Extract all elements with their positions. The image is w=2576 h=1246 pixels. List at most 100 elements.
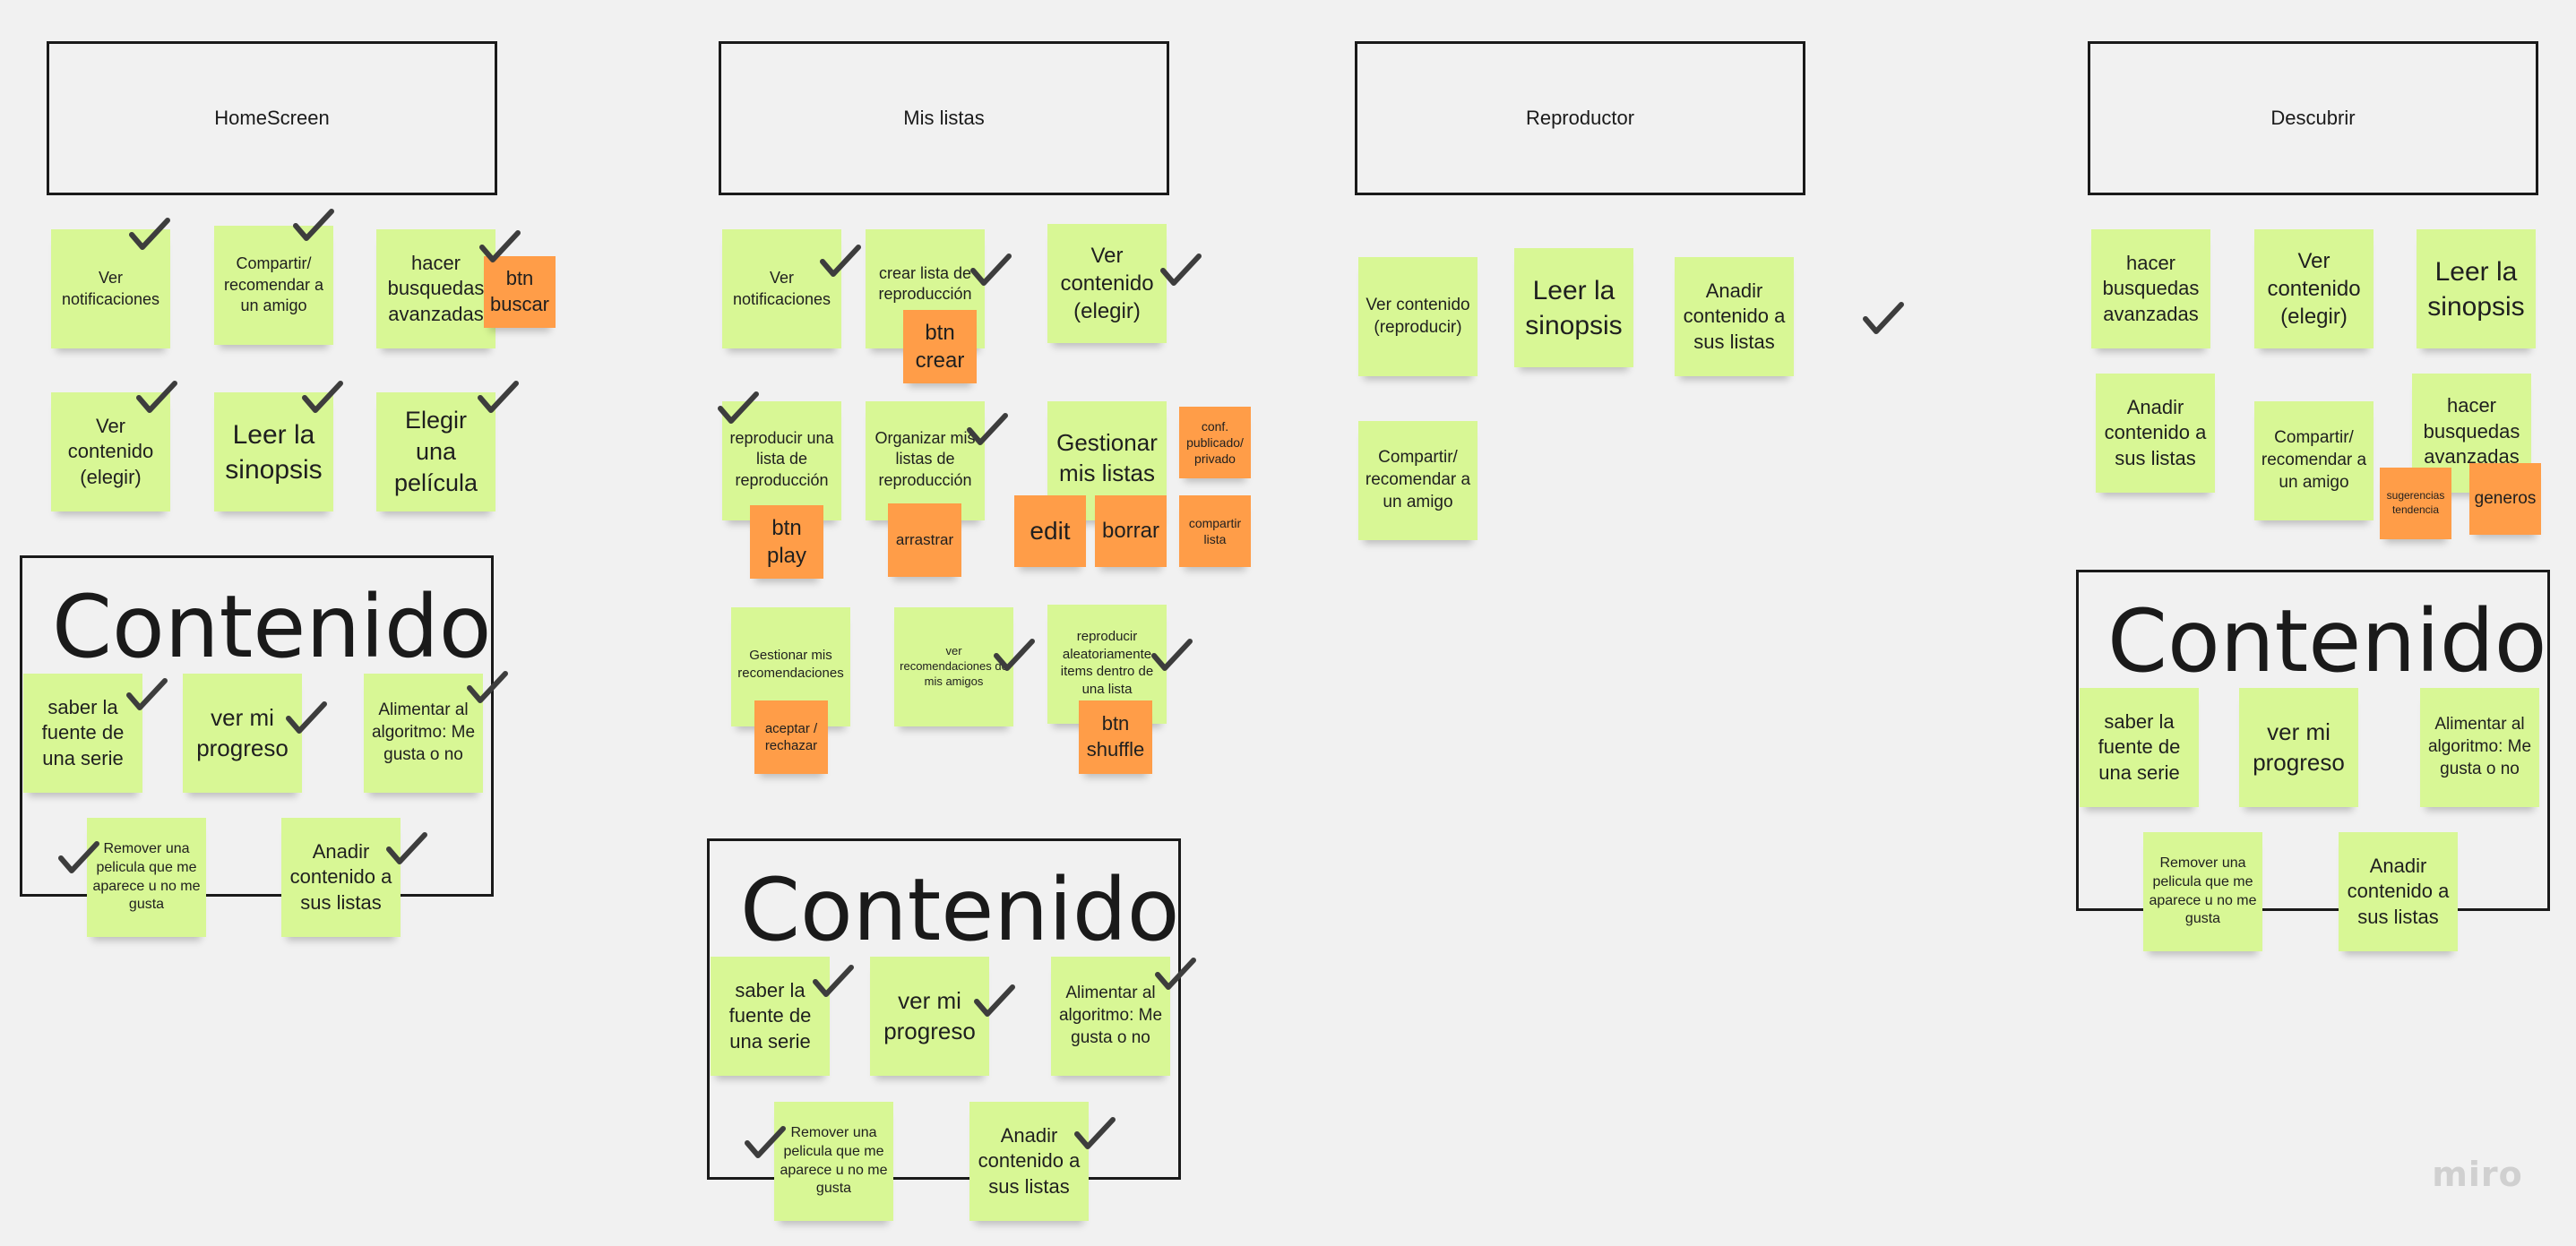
header-reproductor-label: Reproductor [1525, 107, 1635, 129]
contenido-title-home: Contenido [52, 577, 492, 677]
sticky-hacer-busquedas-text: hacer busquedas avanzadas [2102, 251, 2200, 325]
sticky-saber-fuente[interactable]: saber la fuente de una serie [23, 674, 142, 793]
sticky-anadir-text: Anadir contenido a sus listas [2104, 395, 2207, 469]
sticky-arrastrar[interactable]: arrastrar [888, 503, 961, 577]
sticky-anadir-text: Anadir contenido a sus listas [2347, 854, 2450, 928]
sticky-anadir[interactable]: Anadir contenido a sus listas [281, 818, 401, 937]
sticky-arrastrar-text: arrastrar [895, 530, 954, 548]
sticky-anadir[interactable]: Anadir contenido a sus listas [969, 1102, 1089, 1221]
header-mis-listas-label: Mis listas [903, 107, 985, 129]
header-descubrir[interactable]: Descubrir [2088, 41, 2538, 195]
sticky-elegir-pelicula-text: Elegir una película [393, 406, 478, 497]
contenido-title-listas: Contenido [740, 860, 1180, 960]
sticky-alimentar-text: Alimentar al algoritmo: Me gusta o no [1058, 984, 1163, 1047]
sticky-alimentar-text: Alimentar al algoritmo: Me gusta o no [371, 700, 476, 764]
sticky-btn-buscar[interactable]: btn buscar [484, 256, 556, 328]
sticky-organizar[interactable]: Organizar mis listas de reproducción [866, 401, 985, 520]
sticky-anadir-text: Anadir contenido a sus listas [289, 839, 392, 914]
sticky-ver-notificaciones-text: Ver notificaciones [732, 269, 831, 308]
sticky-hacer-busquedas[interactable]: hacer busquedas avanzadas [376, 229, 495, 348]
sticky-compartir[interactable]: Compartir/ recomendar a un amigo [1358, 421, 1478, 540]
header-homescreen[interactable]: HomeScreen [47, 41, 497, 195]
sticky-compartir-text: Compartir/ recomendar a un amigo [2261, 428, 2367, 492]
sticky-crear-lista-text: crear lista de reproducción [878, 264, 972, 304]
sticky-gestionar-listas-text: Gestionar mis listas [1056, 429, 1158, 486]
sticky-reproducir-lista[interactable]: reproducir una lista de reproducción [722, 401, 841, 520]
sticky-ver-contenido-text: Ver contenido (elegir) [1060, 243, 1154, 324]
sticky-aceptar-text: aceptar / rechazar [764, 720, 818, 754]
checkmark-icon [1862, 301, 1905, 337]
sticky-borrar[interactable]: borrar [1095, 495, 1167, 567]
sticky-sugerencias[interactable]: sugerencias tendencia [2380, 468, 2451, 539]
header-reproductor[interactable]: Reproductor [1355, 41, 1805, 195]
sticky-saber-fuente-text: saber la fuente de una serie [728, 978, 812, 1053]
sticky-aceptar[interactable]: aceptar / rechazar [754, 700, 828, 774]
sticky-ver-progreso[interactable]: ver mi progreso [2239, 688, 2358, 807]
sticky-leer-sinopsis[interactable]: Leer la sinopsis [214, 392, 333, 511]
sticky-ver-contenido[interactable]: Ver contenido (elegir) [1047, 224, 1167, 343]
sticky-conf-publicado[interactable]: conf. publicado/ privado [1179, 407, 1251, 478]
sticky-hacer-busquedas-2-text: hacer busquedas avanzadas [2423, 394, 2520, 468]
sticky-anadir[interactable]: Anadir contenido a sus listas [2339, 832, 2458, 951]
sticky-alimentar[interactable]: Alimentar al algoritmo: Me gusta o no [1051, 957, 1170, 1076]
sticky-reproducir-aleatorio-text: reproducir aleatoriamente items dentro d… [1060, 629, 1154, 697]
contenido-frame-descubrir[interactable] [2076, 570, 2550, 911]
sticky-ver-contenido[interactable]: Ver contenido (elegir) [2254, 229, 2374, 348]
sticky-ver-contenido-text: Ver contenido (reproducir) [1366, 295, 1470, 337]
sticky-ver-notificaciones[interactable]: Ver notificaciones [722, 229, 841, 348]
sticky-elegir-pelicula[interactable]: Elegir una película [376, 392, 495, 511]
sticky-anadir-text: Anadir contenido a sus listas [978, 1123, 1081, 1198]
miro-logo: miro [2432, 1155, 2523, 1194]
sticky-remover[interactable]: Remover una pelicula que me aparece u no… [774, 1102, 893, 1221]
sticky-gestionar-recomendaciones-text: Gestionar mis recomendaciones [737, 648, 844, 681]
sticky-saber-fuente[interactable]: saber la fuente de una serie [711, 957, 830, 1076]
sticky-ver-progreso-text: ver mi progreso [196, 703, 289, 761]
sticky-ver-recomendaciones-text: ver recomendaciones de mis amigos [900, 644, 1008, 688]
header-homescreen-label: HomeScreen [214, 107, 330, 129]
sticky-leer-sinopsis-text: Leer la sinopsis [1525, 275, 1623, 340]
header-mis-listas[interactable]: Mis listas [719, 41, 1169, 195]
sticky-saber-fuente[interactable]: saber la fuente de una serie [2080, 688, 2199, 807]
sticky-remover-text: Remover una pelicula que me aparece u no… [2149, 855, 2257, 927]
sticky-reproducir-lista-text: reproducir una lista de reproducción [729, 429, 834, 489]
sticky-alimentar-text: Alimentar al algoritmo: Me gusta o no [2427, 715, 2532, 778]
sticky-ver-contenido[interactable]: Ver contenido (reproducir) [1358, 257, 1478, 376]
sticky-anadir-text: Anadir contenido a sus listas [1683, 279, 1786, 353]
sticky-btn-shuffle[interactable]: btn shuffle [1079, 700, 1152, 774]
sticky-hacer-busquedas[interactable]: hacer busquedas avanzadas [2091, 229, 2210, 348]
sticky-edit-text: edit [1030, 516, 1071, 545]
sticky-anadir[interactable]: Anadir contenido a sus listas [2096, 374, 2215, 493]
sticky-compartir[interactable]: Compartir/ recomendar a un amigo [214, 226, 333, 345]
sticky-borrar-text: borrar [1101, 519, 1160, 544]
sticky-ver-contenido-text: Ver contenido (elegir) [2267, 248, 2361, 330]
sticky-remover-text: Remover una pelicula que me aparece u no… [780, 1124, 888, 1197]
contenido-frame-home[interactable] [20, 555, 494, 897]
sticky-remover[interactable]: Remover una pelicula que me aparece u no… [2143, 832, 2262, 951]
sticky-btn-buscar-text: btn buscar [489, 267, 550, 315]
sticky-leer-sinopsis-text: Leer la sinopsis [225, 419, 323, 485]
sticky-leer-sinopsis[interactable]: Leer la sinopsis [1514, 248, 1633, 367]
contenido-title-descubrir: Contenido [2107, 591, 2547, 692]
contenido-frame-listas[interactable] [707, 838, 1181, 1180]
sticky-ver-contenido[interactable]: Ver contenido (elegir) [51, 392, 170, 511]
sticky-compartir-lista[interactable]: compartir lista [1179, 495, 1251, 567]
sticky-alimentar[interactable]: Alimentar al algoritmo: Me gusta o no [364, 674, 483, 793]
sticky-remover-text: Remover una pelicula que me aparece u no… [92, 840, 201, 913]
sticky-edit[interactable]: edit [1014, 495, 1086, 567]
sticky-ver-progreso[interactable]: ver mi progreso [870, 957, 989, 1076]
sticky-ver-progreso[interactable]: ver mi progreso [183, 674, 302, 793]
sticky-generos[interactable]: generos [2469, 463, 2541, 535]
sticky-alimentar[interactable]: Alimentar al algoritmo: Me gusta o no [2420, 688, 2539, 807]
sticky-btn-crear[interactable]: btn crear [903, 310, 977, 383]
sticky-sugerencias-text: sugerencias tendencia [2386, 489, 2445, 516]
sticky-remover[interactable]: Remover una pelicula que me aparece u no… [87, 818, 206, 937]
sticky-ver-recomendaciones[interactable]: ver recomendaciones de mis amigos [894, 607, 1013, 726]
sticky-ver-progreso-text: ver mi progreso [883, 986, 976, 1044]
sticky-leer-sinopsis[interactable]: Leer la sinopsis [2417, 229, 2536, 348]
sticky-ver-notificaciones[interactable]: Ver notificaciones [51, 229, 170, 348]
sticky-compartir[interactable]: Compartir/ recomendar a un amigo [2254, 401, 2374, 520]
sticky-anadir[interactable]: Anadir contenido a sus listas [1675, 257, 1794, 376]
sticky-hacer-busquedas-text: hacer busquedas avanzadas [387, 251, 485, 325]
sticky-btn-play[interactable]: btn play [750, 505, 823, 579]
sticky-ver-progreso-text: ver mi progreso [2253, 718, 2345, 776]
